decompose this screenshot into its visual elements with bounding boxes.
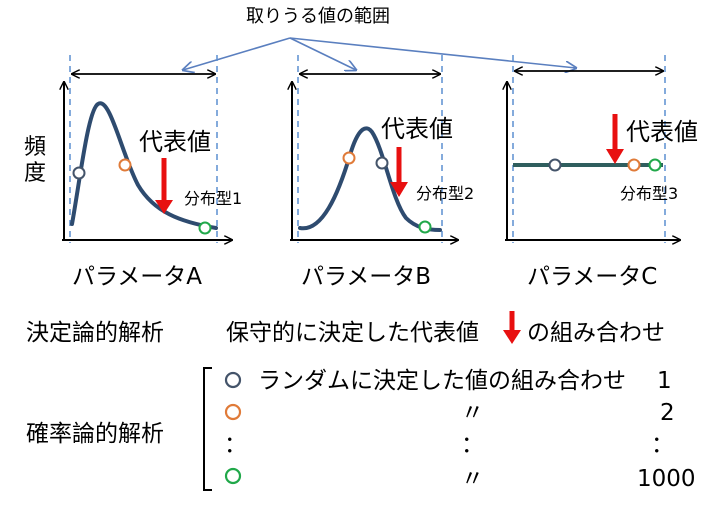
deterministic-desc-suffix: の組み合わせ	[527, 320, 665, 346]
representative-arrow-head	[390, 182, 408, 197]
probabilistic-analysis: 確率論的解析 ランダムに決定した値の組み合わせ 1 〃 2 ： ： ： 〃 10…	[26, 367, 696, 492]
deterministic-label: 決定論的解析	[26, 320, 164, 346]
pointer-to-range-b	[289, 37, 356, 70]
sample-marker-navy	[375, 156, 389, 170]
representative-arrow-head	[155, 200, 173, 214]
bracket	[203, 367, 212, 491]
row-1-text: ランダムに決定した値の組み合わせ	[258, 368, 626, 394]
row-marker-orange	[224, 403, 242, 421]
deterministic-analysis: 決定論的解析 保守的に決定した代表値 の組み合わせ	[26, 311, 665, 346]
y-axis-label: 頻 度	[24, 135, 46, 186]
sample-marker-navy	[548, 158, 562, 172]
panel-c: 代表値 分布型3 パラメータC	[505, 55, 698, 290]
representative-value-label: 代表値	[381, 115, 453, 143]
range-title: 取りうる値の範囲	[246, 6, 390, 27]
representative-value-label: 代表値	[139, 128, 211, 156]
panel-a: 代表値 分布型1 パラメータA	[62, 55, 242, 290]
parameter-label: パラメータB	[301, 264, 431, 290]
pointer-to-range-c	[289, 37, 576, 68]
sample-marker-green	[198, 221, 212, 235]
distribution-label: 分布型1	[184, 189, 242, 208]
sample-marker-green	[418, 220, 432, 234]
row-4-ditto: 〃	[461, 466, 484, 492]
distribution-curve-1	[70, 101, 218, 230]
distribution-curve-2	[298, 126, 442, 232]
row-1-number: 1	[657, 368, 672, 394]
parameter-label: パラメータC	[527, 264, 657, 290]
y-label-char-2: 度	[24, 161, 46, 186]
deterministic-desc: 保守的に決定した代表値	[226, 320, 479, 346]
sample-marker-orange	[118, 158, 132, 172]
sample-marker-navy	[72, 166, 86, 180]
representative-value-label: 代表値	[626, 118, 698, 146]
row-3-ditto: ：	[461, 432, 484, 458]
sample-marker-green	[648, 158, 662, 172]
parameter-label: パラメータA	[72, 264, 202, 290]
row-2-number: 2	[660, 400, 675, 426]
probabilistic-label: 確率論的解析	[26, 421, 164, 447]
pointer-to-range-a	[183, 37, 291, 70]
distribution-label: 分布型2	[416, 184, 474, 203]
distribution-label: 分布型3	[620, 184, 678, 203]
panel-b: 代表値 分布型2 パラメータB	[290, 55, 474, 290]
row-marker-green	[224, 467, 242, 485]
inline-red-arrow-head	[503, 330, 521, 344]
sample-marker-orange	[627, 158, 641, 172]
representative-arrow-head	[606, 149, 624, 164]
row-3-marker-dots: ：	[224, 432, 247, 458]
sample-marker-orange	[342, 151, 356, 165]
range-pointer-lines	[183, 37, 576, 70]
row-4-number: 1000	[637, 466, 696, 492]
y-label-char-1: 頻	[24, 135, 46, 160]
row-2-ditto: 〃	[461, 400, 484, 426]
row-3-number: ：	[651, 432, 674, 458]
row-marker-navy	[224, 371, 242, 389]
